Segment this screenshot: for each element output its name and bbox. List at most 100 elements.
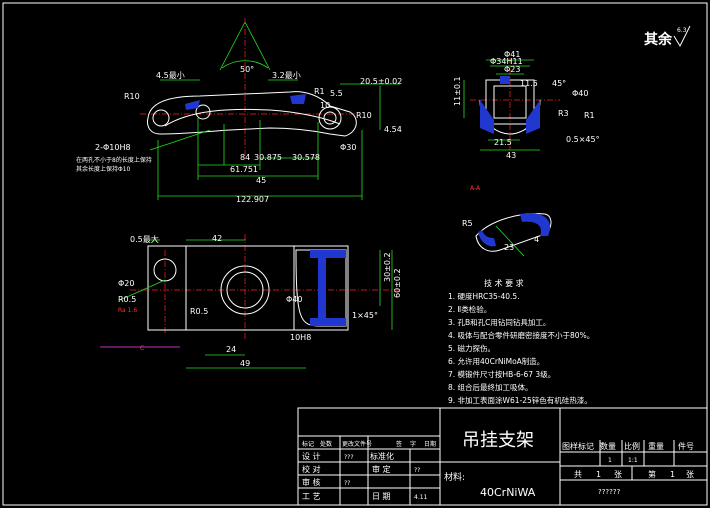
side-dim-7: R3 — [558, 109, 569, 118]
tb-right-value: 1:1 — [628, 457, 638, 464]
front-dim-16: 50° — [240, 65, 254, 74]
tb-header: 签 — [396, 440, 402, 448]
tb-row-label: 工 艺 — [302, 492, 321, 501]
section-dim-1: 23 — [504, 243, 514, 252]
tb-right-header: 重量 — [648, 441, 664, 451]
top-dim-3: R0.5 — [118, 295, 136, 304]
top-note-0: Ra 1.6 — [118, 307, 137, 314]
front-dim-15: 122.907 — [236, 195, 269, 204]
side-dim-3: 11.5 — [520, 79, 538, 88]
front-dim-12: 84 — [240, 153, 250, 162]
requirement-item: 4. 吸体与配合零件研磨密接度不小于80%。 — [448, 330, 594, 340]
tb-right-value: 1 — [608, 457, 612, 464]
tb-row-label: 审 核 — [302, 477, 321, 487]
tb-row-value: ?? — [344, 480, 350, 487]
section-dim-0: R5 — [462, 219, 473, 228]
tb-header: 字 — [410, 440, 416, 448]
requirement-item: 6. 允许用40CrNiMoA制造。 — [448, 356, 544, 366]
requirement-item: 1. 硬度HRC35-40.5. — [448, 291, 520, 301]
front-dim-6: 10 — [320, 101, 330, 110]
top-dim-10: 30±0.2 — [383, 252, 392, 282]
front-dim-7: 4.54 — [384, 125, 402, 134]
roughness-value: 6.3 — [677, 27, 687, 34]
tb-mid-label: 标准化 — [370, 451, 394, 461]
side-dim-8: 21.5 — [494, 138, 512, 147]
top-dim-9: 49 — [240, 359, 250, 368]
side-dim-10: 0.5×45° — [566, 135, 600, 144]
front-view: 4.5最小 3.2最小 20.5±0.02 R10 R1 5.5 10 4.54… — [76, 18, 402, 204]
roughness-label: 其余 — [644, 31, 673, 48]
requirements-title: 技 术 要 求 — [484, 278, 524, 288]
material: 40CrNiWA — [480, 486, 536, 499]
side-dim-1: Φ34H11 — [490, 57, 523, 66]
requirement-item: 5. 磁力探伤。 — [448, 343, 495, 353]
front-dim-13: 61.751 — [230, 165, 258, 174]
section-view: A-A R5 23 4 — [462, 185, 552, 257]
section-dim-2: 4 — [534, 235, 539, 244]
tb-mid-value: ?? — [414, 467, 420, 474]
front-dim-5: 5.5 — [330, 89, 343, 98]
front-dim-1: 3.2最小 — [272, 71, 301, 80]
part-name: 吊挂支架 — [462, 430, 534, 451]
top-dim-5: Φ40 — [286, 295, 302, 304]
tb-sheet: 1 — [596, 470, 601, 479]
section-label: A-A — [470, 185, 481, 192]
tb-sheet: 第 — [648, 469, 656, 479]
top-dim-0: 0.5最大 — [130, 234, 159, 244]
tb-row-label: 校 对 — [302, 464, 321, 474]
tb-row-label: 设 计 — [302, 451, 321, 461]
top-dim-2: Φ20 — [118, 279, 134, 288]
top-view: 0.5最大 42 Φ20 R0.5 R0.5 Φ40 1×45° 10H8 24… — [100, 234, 402, 369]
requirement-item: 9. 非加工表面涂W61-25锌色有机硅热漆。 — [448, 395, 592, 405]
tb-mid-label: 日 期 — [372, 492, 391, 501]
side-dim-9: 43 — [506, 151, 516, 160]
tb-header: 标记 — [302, 440, 314, 448]
tb-right-header: 件号 — [678, 441, 694, 451]
requirement-item: 8. 组合后最终加工吸体。 — [448, 382, 533, 392]
tb-right-header: 比例 — [624, 441, 640, 451]
tb-header: 更改文件号 — [342, 440, 372, 448]
top-dim-8: 24 — [226, 345, 236, 354]
tb-mid-label: 审 定 — [372, 464, 391, 474]
top-note-1: C — [140, 345, 144, 352]
requirement-item: 7. 模锻件尺寸按HB-6-67 3级。 — [448, 369, 555, 379]
tb-right-header: 数量 — [600, 441, 616, 451]
side-dim-6: R1 — [584, 111, 595, 120]
top-dim-4: R0.5 — [190, 307, 208, 316]
front-dim-10: 30.578 — [292, 153, 320, 162]
top-dim-6: 1×45° — [352, 311, 378, 320]
tb-mid-value: 4.11 — [414, 494, 428, 501]
roughness-symbol: 其余 6.3 — [644, 25, 691, 48]
side-dim-2: Φ23 — [504, 65, 520, 74]
front-note-0: 在两孔不小于8的长度上保持 — [76, 156, 152, 164]
top-dim-1: 42 — [212, 234, 222, 243]
front-dim-14: 45 — [256, 176, 266, 185]
tb-sheet: 1 — [670, 470, 675, 479]
tb-sheet: 张 — [614, 470, 622, 479]
front-dim-2: 20.5±0.02 — [360, 77, 402, 86]
side-dim-11: 11±0.1 — [453, 76, 462, 106]
front-dim-3: R10 — [124, 92, 140, 101]
material-label: 材料: — [444, 471, 465, 483]
front-note-1: 其余长度上保持Φ10 — [76, 165, 131, 173]
tb-sheet: 共 — [574, 470, 582, 479]
tb-sheet: 张 — [686, 470, 694, 479]
front-dim-11: 30.875 — [254, 153, 282, 162]
technical-requirements: 技 术 要 求 1. 硬度HRC35-40.5. 2. Ⅱ类检验。 3. 孔B和… — [448, 278, 594, 405]
top-dim-7: 10H8 — [290, 333, 311, 342]
front-dim-9: Φ30 — [340, 143, 356, 152]
front-dim-0: 4.5最小 — [156, 71, 185, 80]
requirement-item: 2. Ⅱ类检验。 — [448, 304, 491, 314]
front-dim-17: 2-Φ10H8 — [95, 143, 131, 152]
tb-row-value: ??? — [344, 454, 354, 461]
side-dim-5: Φ40 — [572, 89, 588, 98]
side-view: Φ41 Φ34H11 Φ23 11.5 45° Φ40 R1 R3 21.5 4… — [453, 50, 600, 160]
side-dim-4: 45° — [552, 79, 566, 88]
tb-unit: ?????? — [598, 488, 621, 496]
tb-right-header: 图样标记 — [562, 441, 594, 451]
tb-header: 日期 — [424, 440, 436, 448]
front-dim-8: R10 — [356, 111, 372, 120]
title-block: 标记 处数 更改文件号 签 字 日期 设 计 校 对 审 核 工 艺 ??? ?… — [297, 407, 708, 506]
